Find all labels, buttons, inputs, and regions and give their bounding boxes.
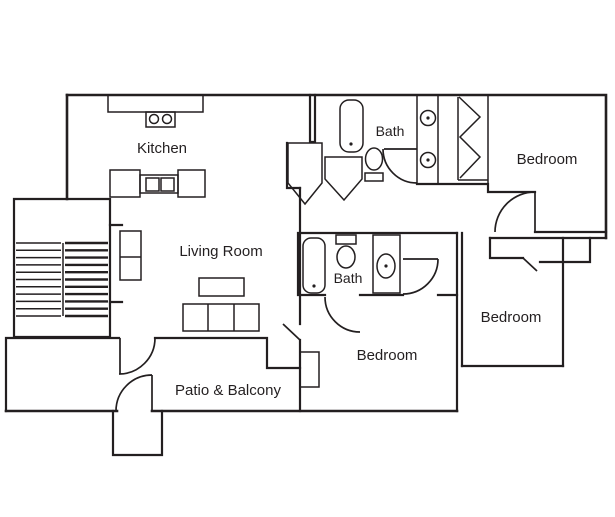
label-patio-balcony: Patio & Balcony: [175, 382, 281, 399]
kitchen-hall-wall: [285, 141, 302, 190]
label-kitchen: Kitchen: [137, 140, 187, 157]
washer-icon: [419, 109, 437, 127]
bifold-door-icon: [458, 96, 482, 179]
toilet-base-icon: [364, 172, 384, 182]
bedroom-walls: [415, 182, 608, 368]
bedroom-mr-top-detail: [488, 236, 592, 368]
washer-dryer-walls: [416, 95, 439, 184]
island-cabinet-left: [109, 169, 141, 198]
burner-icon: [148, 113, 160, 125]
door-bedroom-top-right: [494, 191, 536, 233]
coffee-table-icon: [198, 277, 245, 297]
bedroom-tr-bottom-double: [488, 230, 608, 240]
sofa-icon: [182, 303, 260, 332]
stove-cooktop-icon: [145, 111, 176, 128]
door-bedroom-middle-right: [522, 257, 538, 272]
room-labels: Kitchen Living Room Bath Bath Bedroom Be…: [137, 123, 577, 399]
label-bedroom-middle-right: Bedroom: [481, 309, 542, 326]
stair-door-jambs: [108, 223, 124, 304]
pantry-closet-icon: [324, 156, 363, 202]
island-sink-unit: [139, 174, 179, 194]
exterior-walls: [4, 93, 608, 457]
door-hall-to-bedroom: [324, 296, 361, 333]
label-bath-middle: Bath: [334, 270, 363, 286]
toilet-bowl-icon: [364, 147, 384, 171]
toilet-bowl-icon: [336, 245, 356, 269]
living-room-furniture: [119, 230, 260, 332]
door-bath-top: [382, 148, 418, 184]
hall-double-wall: [455, 231, 464, 413]
door-living-to-patio: [118, 337, 156, 375]
kitchen-fixtures: [107, 95, 206, 198]
washer-dot: [426, 116, 430, 120]
bath-top-fixtures: [287, 99, 384, 206]
bifold-closet-walls: [457, 95, 489, 184]
entertainment-cabinet-icon: [119, 230, 142, 281]
sink-vanity-icon: [372, 234, 401, 294]
sink-bowl-icon: [376, 253, 396, 279]
bathtub-icon: [339, 99, 364, 153]
bifold-closet: [457, 95, 489, 184]
hallway-wall: [415, 182, 537, 194]
stair-enclosure: [12, 197, 112, 339]
washer-dryer-closet: [416, 95, 439, 184]
label-bedroom-top-right: Bedroom: [517, 151, 578, 168]
island-sink-bowl: [145, 177, 160, 192]
label-living-room: Living Room: [179, 243, 262, 260]
entry-stoop: [111, 409, 164, 457]
sink-drain-dot: [384, 264, 388, 268]
kitchen-counter: [107, 95, 204, 113]
door-bedroom-bottom: [282, 323, 301, 341]
sofa-cushion-lines: [207, 304, 235, 331]
fireplace-icon: [299, 351, 320, 388]
burner-icon: [161, 113, 173, 125]
bath-middle-fixtures: [302, 234, 401, 294]
flue-wall: [308, 93, 317, 144]
stair-treads-right: [65, 241, 108, 318]
island-cabinet-right: [177, 169, 206, 198]
dryer-icon: [419, 151, 437, 169]
label-bath-top: Bath: [376, 123, 405, 139]
label-bedroom-bottom: Bedroom: [357, 347, 418, 364]
pantry-closet-icon: [287, 142, 323, 206]
bathtub-icon: [302, 237, 326, 294]
tub-drain-dot: [312, 284, 316, 288]
door-bath-middle: [402, 258, 439, 295]
wall-top-right: [65, 93, 608, 240]
island-sink-bowl: [160, 177, 175, 192]
bath-middle-outline: [296, 231, 459, 297]
bath-middle-walls: [296, 231, 464, 413]
staircase: [16, 241, 108, 318]
door-patio-entry: [115, 374, 153, 412]
patio-walls: [4, 336, 302, 413]
dryer-dot: [426, 158, 430, 162]
stair-treads-left: [16, 242, 61, 317]
toilet-tank-icon: [335, 234, 357, 245]
tub-drain-dot: [349, 142, 353, 146]
doors: [115, 148, 538, 412]
